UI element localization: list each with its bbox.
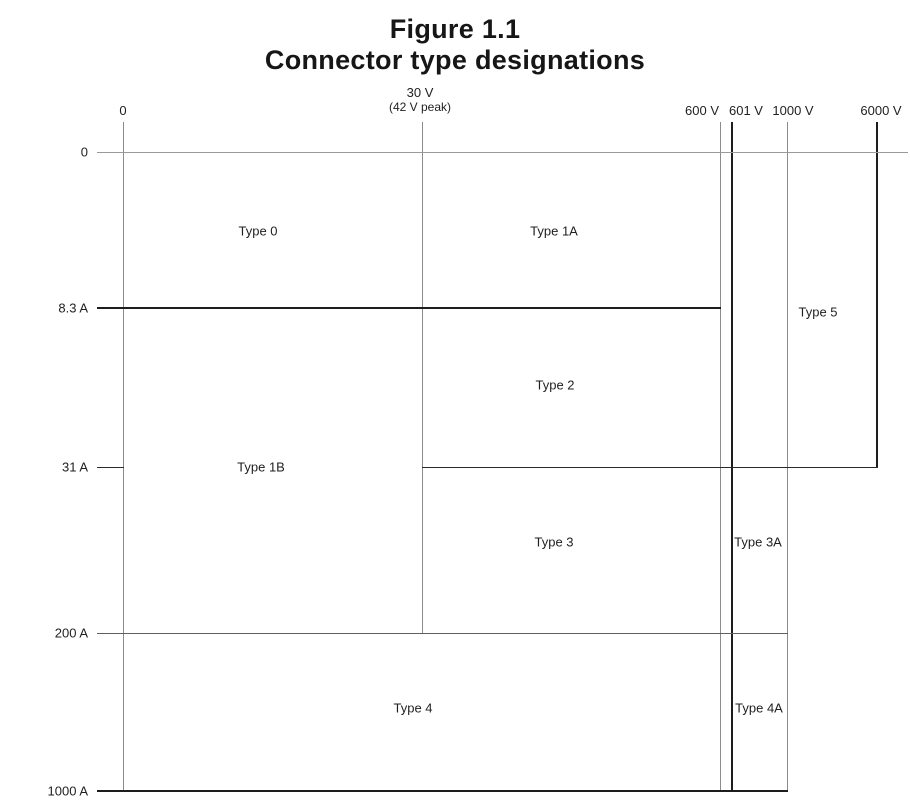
y-tick-label-8-3a: 8.3 A	[58, 300, 88, 316]
region-label-type-2: Type 2	[535, 377, 575, 393]
gridline-6000v	[876, 122, 878, 468]
x-tick-label-0v: 0	[119, 103, 127, 118]
figure-title: Figure 1.1 Connector type designations	[0, 14, 910, 76]
axis-line-0a	[97, 152, 908, 153]
gridline-31a-tick	[97, 467, 124, 468]
region-label-type-3a: Type 3A	[734, 534, 782, 550]
gridline-30v	[422, 122, 423, 633]
gridline-200a	[97, 633, 788, 634]
gridline-8-3a	[97, 307, 721, 309]
y-tick-label-200a: 200 A	[54, 625, 88, 641]
gridline-600v	[720, 122, 721, 792]
region-label-type-4a: Type 4A	[735, 700, 783, 716]
y-tick-label-1000a: 1000 A	[47, 783, 89, 799]
y-tick-label-0a: 0	[80, 144, 88, 160]
region-label-type-5: Type 5	[798, 304, 838, 320]
gridline-601v	[731, 122, 733, 792]
x-tick-label-6000v: 6000 V	[860, 103, 902, 118]
region-label-type-4: Type 4	[393, 700, 433, 716]
gridline-1000v	[787, 122, 788, 792]
figure-caption: Connector type designations	[264, 45, 646, 75]
x-tick-label-30v-line1: 30 V	[406, 85, 434, 100]
x-tick-label-30v: 30 V (42 V peak)	[389, 85, 451, 115]
figure-number: Figure 1.1	[389, 14, 521, 44]
axis-line-0v	[123, 122, 124, 792]
region-label-type-1b: Type 1B	[237, 459, 285, 475]
y-tick-label-31a: 31 A	[61, 459, 88, 475]
region-label-type-3: Type 3	[534, 534, 574, 550]
gridline-1000a	[97, 790, 788, 792]
x-tick-label-601v: 601 V	[729, 103, 763, 118]
gridline-31a	[422, 467, 878, 468]
region-label-type-0: Type 0	[238, 223, 278, 239]
x-tick-label-1000v: 1000 V	[772, 103, 814, 118]
region-label-type-1a: Type 1A	[530, 223, 578, 239]
x-tick-label-30v-line2: (42 V peak)	[388, 100, 452, 114]
x-tick-label-600v: 600 V	[685, 103, 719, 118]
